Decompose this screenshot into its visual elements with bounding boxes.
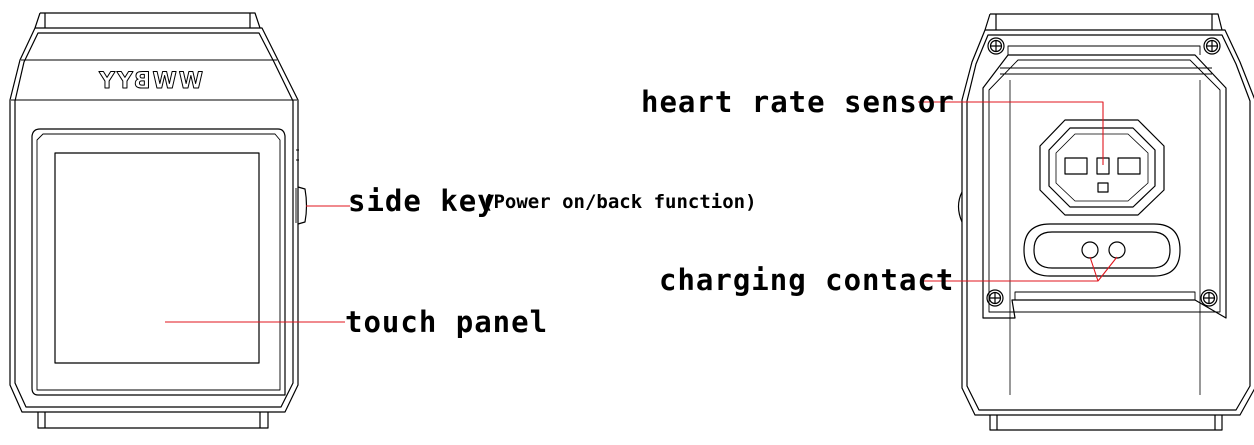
- charging-contact-label: charging contact: [659, 266, 954, 295]
- heart-rate-sensor-label: heart rate sensor: [641, 88, 955, 117]
- front-bottom-strap: [38, 412, 268, 428]
- screw-bottom-left: [987, 290, 1003, 306]
- brand-logo-text: WWBYY: [97, 69, 203, 94]
- side-key-label: side key: [348, 187, 496, 216]
- side-key-note: (Power on/back function): [482, 193, 757, 212]
- sensor-led-right: [1118, 158, 1140, 174]
- screw-top-left: [988, 38, 1004, 54]
- back-top-strap: [985, 14, 1222, 30]
- side-key: [298, 187, 307, 224]
- back-inner-body: [967, 35, 1250, 410]
- front-top-strap: [35, 13, 260, 28]
- screw-top-right: [1204, 38, 1220, 54]
- charging-pin-right: [1109, 242, 1125, 258]
- back-bottom-strap: [990, 415, 1222, 430]
- brand-logo: WWBYY: [97, 69, 203, 94]
- back-watch: [959, 14, 1254, 430]
- screen-frame: [32, 129, 285, 395]
- sensor-dot: [1098, 183, 1108, 192]
- back-bottom-band: [1015, 292, 1195, 300]
- screw-bottom-right: [1201, 290, 1217, 306]
- charging-pin-left: [1082, 242, 1098, 258]
- sensor-led-left: [1065, 158, 1087, 174]
- back-outer-body: [962, 30, 1254, 415]
- touch-panel-label: touch panel: [345, 308, 548, 337]
- back-plate: [983, 55, 1226, 318]
- display-area: [55, 153, 259, 363]
